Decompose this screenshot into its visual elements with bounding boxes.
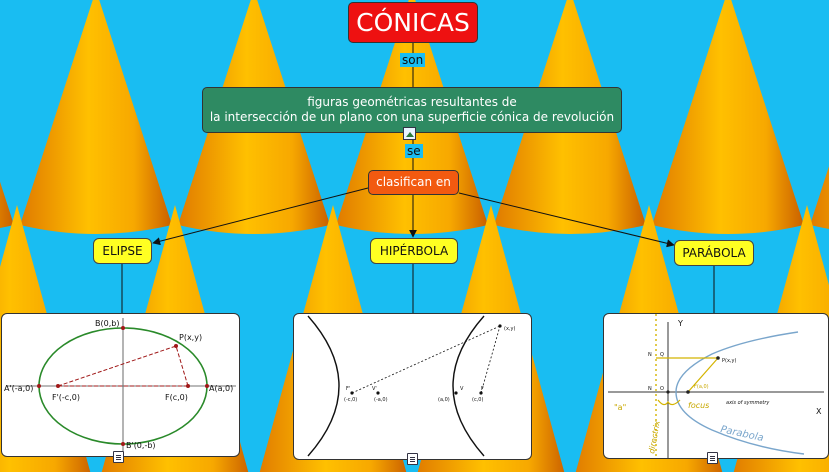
ellipse-diagram: B(0,b) B'(0,-b) A'(-a,0) A(a,0) F'(-c,0)… (4, 318, 236, 454)
image-resource-icon[interactable] (403, 127, 416, 140)
parabola-label-a: "a" (614, 403, 626, 412)
link-word-son: son (400, 53, 426, 67)
hyperbola-label-focus-right: F (481, 386, 484, 392)
ellipse-label-focus-left: F'(-c,0) (52, 393, 80, 402)
ellipse-label-bottom: B'(0,-b) (126, 441, 156, 450)
hyperbola-right-branch (452, 315, 485, 457)
parabola-label-n-top: N (648, 352, 652, 358)
hyperbola-diagram: (x,y) F' V' V F (-c,0) (-a,0) (a,0) (c,0… (307, 315, 515, 457)
parabola-label-y-axis: Y (677, 319, 683, 328)
ellipse-focal-radius-right (175, 345, 189, 387)
parabola-label-focus: focus (688, 401, 709, 410)
parabola-label-directrix: directrix (647, 420, 662, 455)
ellipse-focal-radius-left (57, 345, 177, 387)
link-word-se: se (405, 144, 423, 158)
ellipse-document-icon[interactable] (113, 451, 124, 463)
concept-parabola[interactable]: PARÁBOLA (674, 240, 754, 266)
parabola-a-brace (657, 399, 681, 406)
concept-hiperbola[interactable]: HIPÉRBOLA (370, 238, 458, 264)
parabola-label-o: O (660, 386, 664, 392)
parabola-label-x-axis: X (816, 407, 822, 416)
hyperbola-label-vr-coord: (a,0) (438, 397, 450, 403)
parabola-label-axis-of-symmetry: axis of symmetry (726, 400, 770, 406)
cone-shape (20, 0, 172, 234)
hyperbola-label-vl-coord: (-a,0) (374, 397, 388, 403)
cone-shape (652, 0, 804, 234)
hyperbola-radius-right (480, 325, 501, 394)
ellipse-label-focus-right: F(c,0) (165, 393, 188, 402)
ellipse-image-panel[interactable]: B(0,b) B'(0,-b) A'(-a,0) A(a,0) F'(-c,0)… (1, 313, 240, 457)
ellipse-label-point: P(x,y) (179, 333, 202, 342)
hyperbola-label-fr-coord: (c,0) (472, 397, 483, 403)
parabola-document-icon[interactable] (707, 452, 718, 464)
hyperbola-label-vertex-right: V (460, 386, 464, 392)
parabola-curve (675, 331, 805, 455)
parabola-label-focus-point: F(a,0) (694, 384, 709, 390)
main-title-node[interactable]: CÓNICAS (348, 2, 478, 43)
definition-line-1: figuras geométricas resultantes de (307, 95, 517, 109)
hyperbola-left-branch (307, 315, 340, 457)
ellipse-label-right: A(a,0) (209, 384, 233, 393)
parabola-diagram: Y X N Q N O P(x,y) F(a,0) "a" focus axis… (608, 314, 824, 458)
parabola-label-n-bottom: N (648, 386, 652, 392)
concept-elipse[interactable]: ELIPSE (93, 238, 152, 264)
cone-shape (810, 166, 829, 229)
hyperbola-label-vertex-left: V' (372, 386, 377, 392)
cone-shape (0, 181, 14, 228)
ellipse-label-top: B(0,b) (95, 319, 119, 328)
parabola-focal-line (687, 357, 719, 393)
hyperbola-label-point: (x,y) (504, 326, 515, 332)
hyperbola-document-icon[interactable] (407, 453, 418, 465)
parabola-image-panel[interactable]: Y X N Q N O P(x,y) F(a,0) "a" focus axis… (603, 313, 829, 459)
parabola-label-q: Q (660, 352, 664, 358)
ellipse-label-left: A'(-a,0) (4, 384, 33, 393)
hyperbola-image-panel[interactable]: (x,y) F' V' V F (-c,0) (-a,0) (a,0) (c,0… (293, 313, 532, 460)
hyperbola-label-focus-left: F' (346, 386, 350, 392)
definition-line-2: la intersección de un plano con una supe… (209, 110, 615, 124)
classify-node[interactable]: clasifican en (368, 170, 459, 195)
parabola-label-point: P(x,y) (722, 358, 736, 364)
hyperbola-radius-left (351, 325, 501, 394)
hyperbola-label-fl-coord: (-c,0) (344, 397, 357, 403)
